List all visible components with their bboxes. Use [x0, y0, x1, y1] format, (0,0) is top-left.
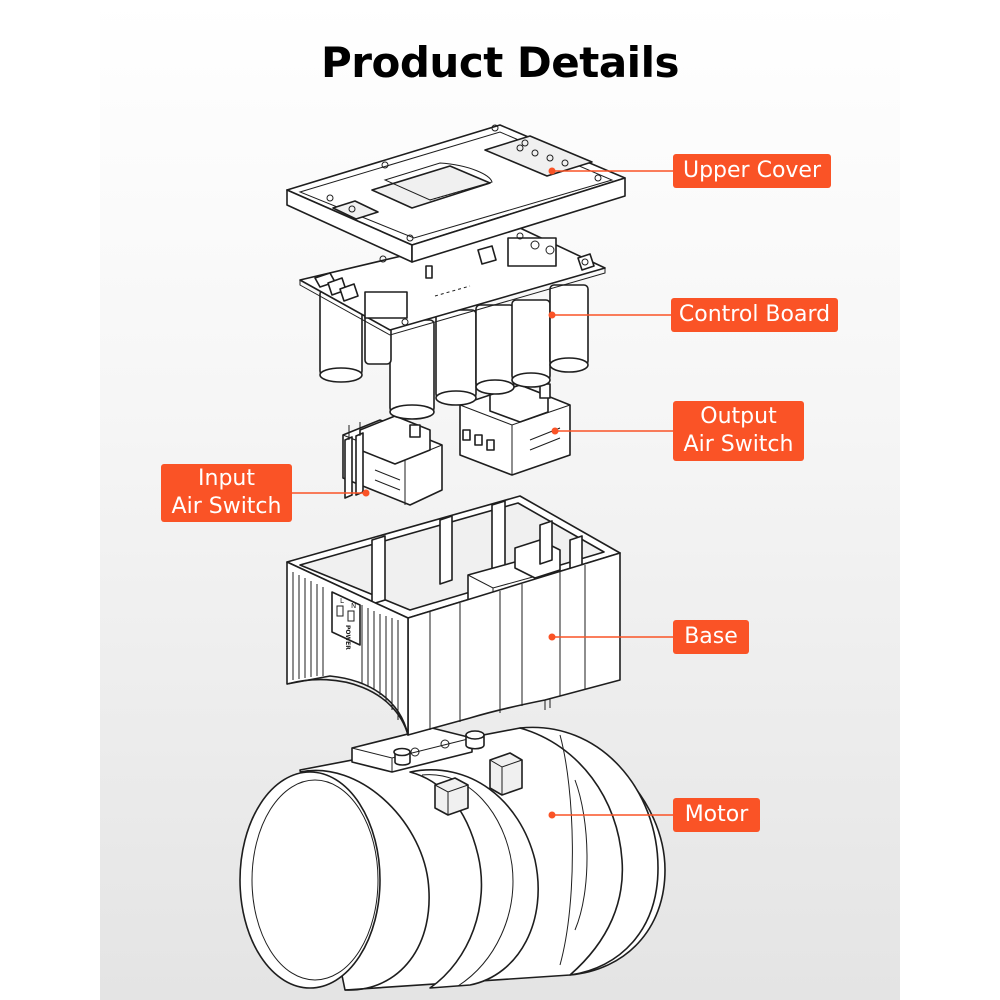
callout-upper-cover: Upper Cover: [673, 154, 831, 188]
callout-base-label: Base: [684, 624, 738, 649]
page-title: Product Details: [321, 38, 679, 87]
control-board-drawing: [299, 227, 606, 420]
callout-output-air-switch-line2: Air Switch: [683, 432, 794, 457]
leader-lines: [292, 167, 673, 819]
base-drawing: L N POWER: [286, 495, 621, 736]
upper-cover-drawing: [286, 124, 626, 263]
input-air-switch-drawing: [342, 415, 443, 506]
leader-dot-input-air-switch: [362, 489, 370, 497]
callout-upper-cover-label: Upper Cover: [682, 158, 822, 183]
base-marking-power: POWER: [344, 625, 351, 650]
callout-motor-label: Motor: [684, 802, 749, 827]
callout-control-board-label: Control Board: [678, 302, 831, 327]
callout-output-air-switch-line1: Output: [700, 404, 777, 429]
callout-input-air-switch-line1: Input: [198, 466, 255, 491]
callout-output-air-switch: Output Air Switch: [673, 401, 804, 461]
leader-dot-base: [548, 633, 556, 641]
leader-dot-motor: [548, 811, 556, 819]
callout-motor: Motor: [673, 798, 760, 832]
base-marking-l: L: [340, 597, 344, 605]
leader-dot-upper-cover: [548, 167, 556, 175]
base-vents: [292, 572, 399, 720]
leader-dot-control-board: [548, 311, 556, 319]
base-marking-n: N: [351, 602, 356, 610]
callout-input-air-switch: Input Air Switch: [161, 464, 292, 522]
callout-input-air-switch-line2: Air Switch: [171, 494, 282, 519]
motor-drawing: [239, 726, 666, 991]
callout-base: Base: [673, 620, 749, 654]
callout-control-board: Control Board: [671, 298, 838, 332]
leader-dot-output-air-switch: [551, 427, 559, 435]
